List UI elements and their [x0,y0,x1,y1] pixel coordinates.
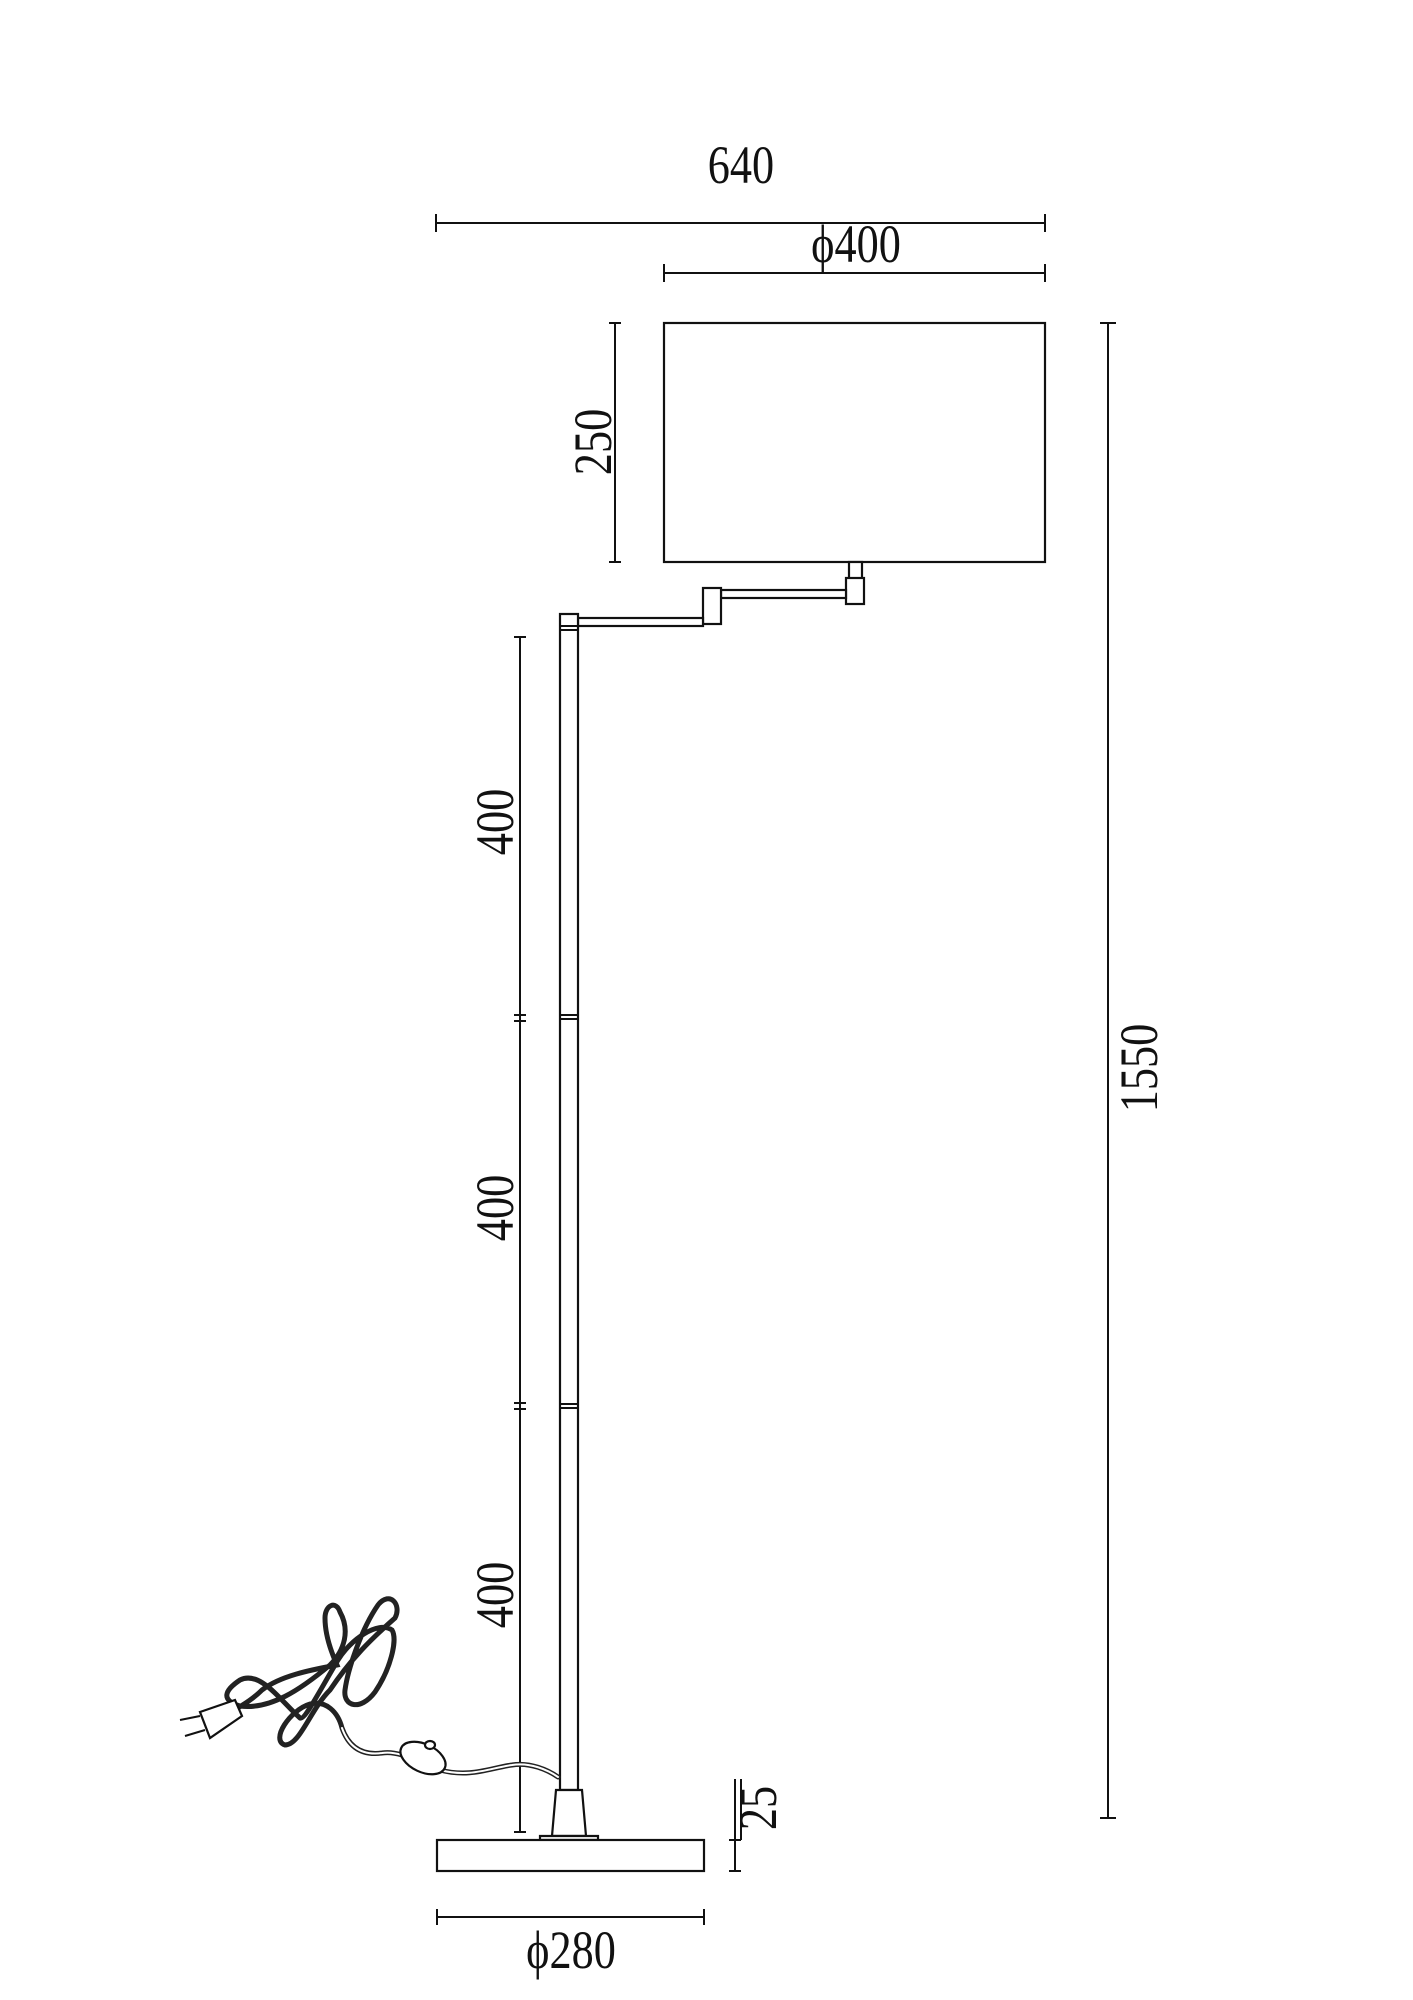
base-thickness-label: 25 [728,1786,788,1830]
base-thickness-dimension: 25 [728,1779,788,1872]
lamp-shade [662,321,1047,564]
pole-segment-dimension: 400 400 400 [465,636,526,1833]
lamp-base [435,1838,706,1873]
pole-segment-top-label: 400 [465,789,525,855]
plug-icon [179,1698,244,1740]
foot-switch [399,1740,447,1776]
base-diameter-dimension: ϕ280 [436,1909,705,1980]
shade-height-dimension: 250 [563,322,623,563]
pole [538,612,600,1842]
swing-arm [576,560,866,628]
overall-width-label: 640 [708,135,774,195]
shade-diameter-label: ϕ400 [811,214,901,274]
base-diameter-label: ϕ280 [526,1920,616,1980]
shade-diameter-dimension: ϕ400 [663,214,1046,282]
power-cord [179,1596,561,1780]
pole-segment-bottom-label: 400 [465,1562,525,1628]
overall-height-dimension: 1550 [1100,322,1169,1819]
overall-width-dimension: 640 [435,135,1046,232]
overall-height-label: 1550 [1109,1024,1169,1113]
shade-height-label: 250 [563,409,623,475]
pole-segment-middle-label: 400 [465,1175,525,1241]
